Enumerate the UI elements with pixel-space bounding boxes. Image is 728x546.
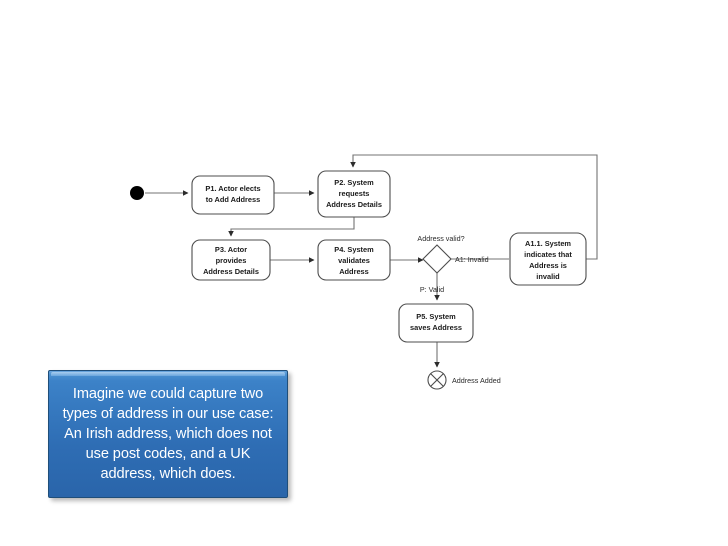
activity-node-p2[interactable]: P2. System requests Address Details (317, 170, 391, 218)
p4-line-1: P4. System (334, 245, 374, 254)
p3-line-3: Address Details (203, 267, 259, 276)
decision-node-address-valid[interactable] (422, 244, 452, 274)
p1-line-1: P1. Actor elects (205, 184, 260, 193)
edge-a11-loop-to-p2 (350, 154, 598, 260)
note-callout[interactable]: Imagine we could capture two types of ad… (48, 370, 288, 498)
final-node-label: Address Added (452, 376, 501, 385)
p3-line-1: P3. Actor (215, 245, 247, 254)
edge-p2-to-p3 (228, 217, 355, 237)
p4-line-2: validates (338, 256, 370, 265)
decision-label: Address valid? (417, 234, 464, 243)
branch-label-invalid: A1: Invalid (455, 255, 489, 264)
activity-node-p3[interactable]: P3. Actor provides Address Details (191, 239, 271, 281)
p5-line-2: saves Address (410, 323, 462, 332)
activity-node-p4[interactable]: P4. System validates Address (317, 239, 391, 281)
p3-line-2: provides (216, 256, 247, 265)
note-callout-text: Imagine we could capture two types of ad… (62, 385, 274, 483)
a11-line-1: A1.1. System (525, 239, 571, 248)
activity-node-p1[interactable]: P1. Actor elects to Add Address (191, 175, 275, 215)
p2-line-1: P2. System (334, 178, 374, 187)
activity-node-a11[interactable]: A1.1. System indicates that Address is i… (509, 232, 587, 286)
p1-line-2: to Add Address (206, 195, 260, 204)
p2-line-2: requests (339, 189, 370, 198)
branch-label-valid: P: Valid (420, 285, 444, 294)
a11-line-4: invalid (536, 272, 560, 281)
a11-line-3: Address is (529, 261, 567, 270)
activity-node-p5[interactable]: P5. System saves Address (398, 303, 474, 343)
p4-line-3: Address (339, 267, 369, 276)
final-node (427, 370, 447, 390)
a11-line-2: indicates that (524, 250, 572, 259)
p5-line-1: P5. System (416, 312, 456, 321)
initial-node (130, 186, 144, 200)
p2-line-3: Address Details (326, 200, 382, 209)
